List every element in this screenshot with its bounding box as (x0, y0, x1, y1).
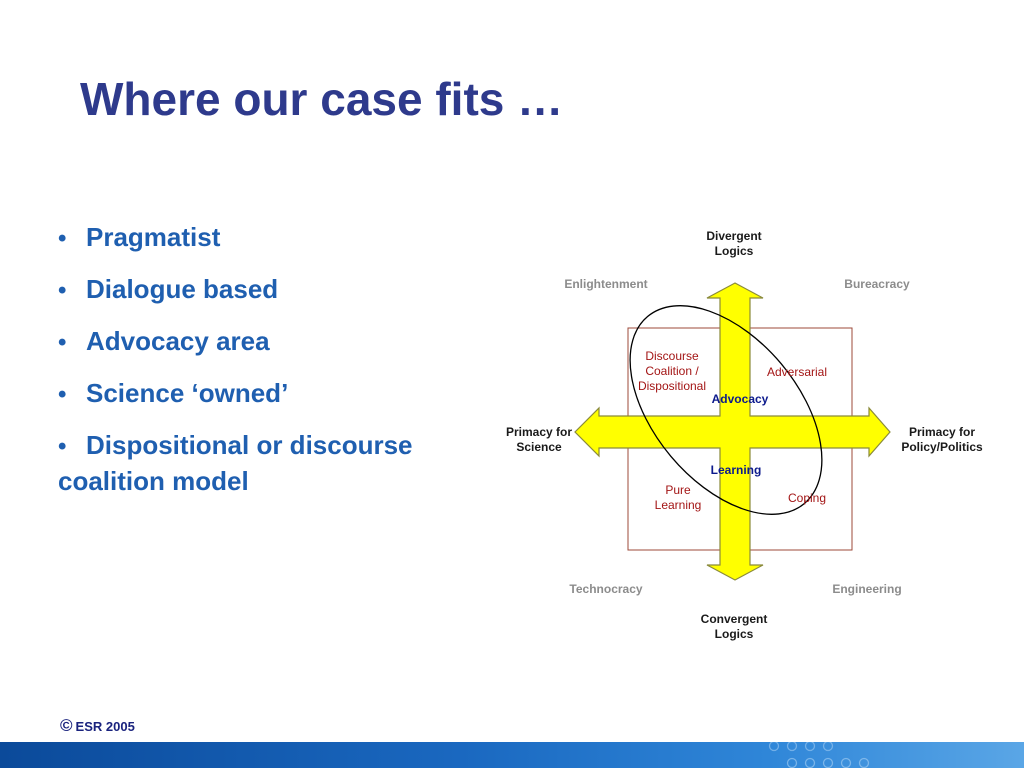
bullet-text-continued: coalition model (58, 466, 249, 496)
discourse-line1: Discourse (645, 349, 699, 363)
discourse-line2: Coalition / (645, 364, 699, 378)
bullet-text: Advocacy area (86, 326, 270, 356)
right-axis-line1: Primacy for (909, 425, 975, 439)
corner-bureacracy: Bureacracy (844, 277, 910, 291)
footer-band (0, 742, 1024, 768)
bullet-item: Pragmatist (58, 220, 498, 256)
focus-ellipse (629, 305, 823, 515)
footer-copyright: ©ESR 2005 (60, 716, 135, 736)
coping-label: Coping (788, 491, 826, 505)
left-axis-line2: Science (516, 440, 562, 454)
bullet-item: Dispositional or discourse coalition mode… (58, 428, 498, 498)
bullet-text: Science ‘owned’ (86, 378, 289, 408)
bottom-axis-line2: Logics (715, 627, 754, 641)
adversarial-label: Adversarial (767, 365, 827, 379)
bullet-list: Pragmatist Dialogue based Advocacy area … (58, 220, 498, 498)
bullet-item: Science ‘owned’ (58, 376, 498, 412)
bullet-item: Dialogue based (58, 272, 498, 308)
slide-title: Where our case fits … (80, 73, 564, 125)
corner-technocracy: Technocracy (569, 582, 642, 596)
top-axis-line1: Divergent (706, 229, 761, 243)
copyright-symbol: © (60, 716, 73, 735)
footer-dots-decoration (768, 742, 870, 768)
bullet-item: Advocacy area (58, 324, 498, 360)
advocacy-label: Advocacy (712, 392, 769, 406)
bullet-text: Dispositional or discourse (86, 430, 413, 460)
cross-arrow (574, 282, 891, 581)
left-axis-line1: Primacy for (506, 425, 572, 439)
pure-learning-line2: Learning (655, 498, 702, 512)
pure-learning-line1: Pure (665, 483, 691, 497)
right-axis-line2: Policy/Politics (901, 440, 983, 454)
corner-enlightenment: Enlightenment (564, 277, 647, 291)
top-axis-line2: Logics (715, 244, 754, 258)
discourse-line3: Dispositional (638, 379, 706, 393)
bullet-text: Pragmatist (86, 222, 221, 252)
corner-engineering: Engineering (832, 582, 901, 596)
footer-text: ESR 2005 (75, 719, 135, 734)
learning-label: Learning (711, 463, 762, 477)
bullet-text: Dialogue based (86, 274, 279, 304)
bottom-axis-line1: Convergent (701, 612, 768, 626)
